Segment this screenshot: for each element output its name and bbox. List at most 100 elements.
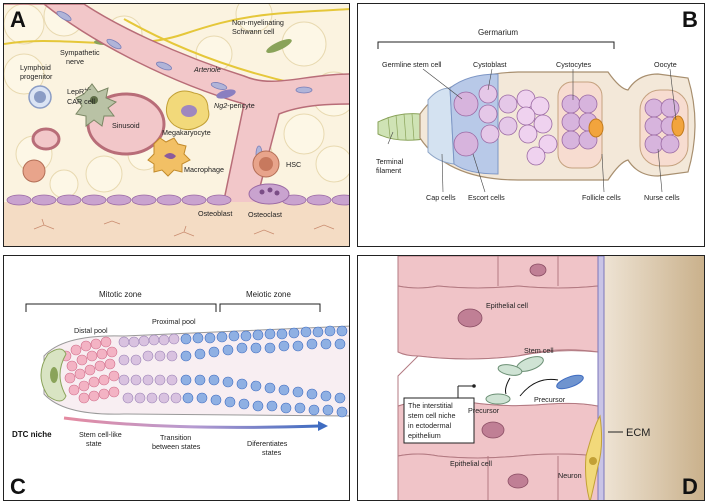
ecm-membrane xyxy=(597,256,605,500)
bone-surface xyxy=(4,202,349,246)
label-sympathetic-1: Sympathetic xyxy=(60,48,100,57)
label-niche-4: epithelium xyxy=(408,431,441,440)
small-sinusoid xyxy=(31,127,61,151)
label-ng2-italic: Ng2 xyxy=(214,101,227,110)
stem-cell-2 xyxy=(497,364,523,376)
label-ecm: ECM xyxy=(626,427,650,439)
label-differentiates-1: Diferentiates xyxy=(247,439,288,448)
label-sympathetic-2: nerve xyxy=(66,57,84,66)
germarium-bracket xyxy=(377,41,615,49)
label-oocyte: Oocyte xyxy=(654,60,677,69)
label-precursor-left: Precursor xyxy=(468,406,500,415)
panel-c-illustration: Mitotic zone Meiotic zone Distal pool Pr… xyxy=(10,290,349,499)
lymphoid-nucleus xyxy=(34,91,46,103)
nurse-cells-cluster xyxy=(644,98,680,154)
label-epithelial-top: Epithelial cell xyxy=(486,301,528,310)
panel-a-bone-marrow-niche: A Lymphoid progenitor Sympathetic nerve … xyxy=(3,3,350,247)
osteoclast-cell xyxy=(248,183,290,205)
label-schwann-1: Non-myelinating xyxy=(232,18,284,27)
label-niche-1: The interstitial xyxy=(408,401,453,410)
label-transition-2: between states xyxy=(152,442,201,451)
sympathetic-nerve-fiber xyxy=(4,8,349,45)
label-cystocytes: Cystocytes xyxy=(556,60,592,69)
mitotic-zone-bracket xyxy=(25,303,217,312)
label-escort-cells: Escort cells xyxy=(468,193,505,202)
precursor-cell-left xyxy=(485,393,511,405)
ecm-background xyxy=(598,256,704,500)
label-macrophage: Macrophage xyxy=(184,165,224,174)
niche-callout-dot xyxy=(472,384,476,388)
oocyte-cyst-2 xyxy=(671,115,685,137)
car-cell-nucleus xyxy=(90,96,98,104)
label-car-cell: CAR cell xyxy=(67,97,95,106)
label-lymphoid-2: progenitor xyxy=(20,72,53,81)
distal-pool-cells xyxy=(60,336,120,404)
label-lepr-text: LepR xyxy=(67,87,84,96)
cystocytes-cluster xyxy=(516,89,558,166)
schwann-cell xyxy=(266,39,292,53)
label-germline-stem-cell: Germline stem cell xyxy=(382,60,442,69)
label-meiotic-zone: Meiotic zone xyxy=(246,290,291,299)
panel-d-letter: D xyxy=(682,474,698,499)
transition-cells xyxy=(118,333,182,404)
label-arteriole: Arteriole xyxy=(193,65,221,74)
label-proximal-pool: Proximal pool xyxy=(152,317,196,326)
niche-callout-box xyxy=(403,397,475,444)
label-germarium: Germarium xyxy=(478,28,518,37)
label-terminal-1: Terminal xyxy=(376,157,404,166)
label-differentiates-2: states xyxy=(262,448,282,457)
label-osteoclast: Osteoclast xyxy=(248,210,282,219)
cystoblasts xyxy=(478,84,518,144)
label-precursor-right: Precursor xyxy=(534,395,566,404)
label-mitotic-zone: Mitotic zone xyxy=(99,290,142,299)
panel-c-letter: C xyxy=(10,474,26,499)
meiotic-zone-bracket xyxy=(219,303,321,312)
label-hsc: HSC xyxy=(286,160,301,169)
label-lepr: LepR+/− xyxy=(67,87,91,96)
epithelial-boundaries xyxy=(487,256,559,500)
dtc-nucleus xyxy=(50,367,58,383)
label-cystoblast: Cystoblast xyxy=(473,60,507,69)
label-stem-state-1: Stem cell-like xyxy=(79,430,122,439)
meiotic-cells xyxy=(180,325,348,418)
arrow-head xyxy=(318,421,328,431)
macrophage-nucleus xyxy=(164,153,176,159)
germline-stem-cells xyxy=(453,91,479,157)
car-cell xyxy=(75,83,118,127)
label-dtc-niche: DTC niche xyxy=(12,430,52,439)
panel-b-leader-lines xyxy=(387,68,677,193)
osteoclast-nuclei xyxy=(259,187,280,196)
label-ng2-suffix: -pericyte xyxy=(227,101,255,110)
panel-b-drosophila-germarium: B Germarium xyxy=(357,3,705,247)
precursor-cell-right xyxy=(556,374,584,390)
panel-d-illustration: Epithelial cell Stem cell Precursor Prec… xyxy=(397,256,704,500)
panel-b-illustration: B Germarium xyxy=(376,7,698,202)
label-stem-state-2: state xyxy=(86,439,102,448)
label-megakaryocyte: Megakaryocyte xyxy=(162,128,211,137)
label-neuron: Neuron xyxy=(558,471,582,480)
label-schwann-2: Schwann cell xyxy=(232,27,275,36)
label-stem-cell: Stem cell xyxy=(524,346,554,355)
panel-b-letter: B xyxy=(682,7,698,32)
differentiation-arrows xyxy=(505,377,559,397)
panel-c-c-elegans-gonad: Mitotic zone Meiotic zone Distal pool Pr… xyxy=(3,255,350,501)
panel-a-letter: A xyxy=(10,7,26,32)
blood-cell xyxy=(22,159,46,183)
terminal-filament-stripes xyxy=(387,113,415,141)
label-transition-1: Transition xyxy=(160,433,191,442)
oocyte-cyst-1 xyxy=(588,118,604,138)
hsc-nucleus xyxy=(259,157,273,171)
label-lymphoid-1: Lymphoid xyxy=(20,63,51,72)
megakaryocyte-nucleus xyxy=(181,105,197,117)
label-cap-cells: Cap cells xyxy=(426,193,456,202)
rachis xyxy=(119,366,349,372)
arteriole-vessel xyxy=(4,4,349,246)
label-ng2: Ng2-pericyte xyxy=(214,101,255,110)
label-sinusoid: Sinusoid xyxy=(112,121,140,130)
label-niche-3: in ectodermal xyxy=(408,421,452,430)
label-niche-2: stem cell niche xyxy=(408,411,456,420)
osteocytes xyxy=(33,218,335,237)
label-osteoblast: Osteoblast xyxy=(198,209,232,218)
label-lepr-sup: +/− xyxy=(84,87,91,93)
panel-a-illustration: A Lymphoid progenitor Sympathetic nerve … xyxy=(4,4,349,246)
